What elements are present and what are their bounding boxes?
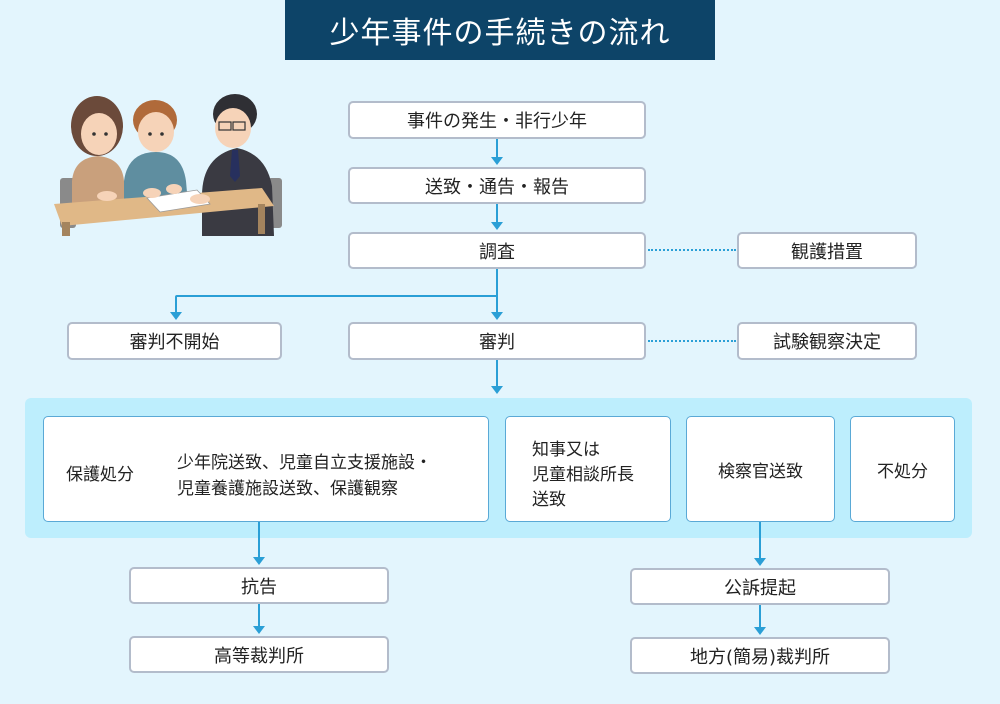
arrowhead [491,222,503,230]
governor-referral-line3: 送致 [532,490,566,510]
dotted-connector [648,249,736,251]
woman-figure [71,96,124,206]
arrowhead [491,312,503,320]
appeal-box: 抗告 [129,567,389,604]
indictment-label: 公訴提起 [724,577,796,599]
investigation-box: 調査 [348,232,646,269]
high-court-box: 高等裁判所 [129,636,389,673]
occurrence-box: 事件の発生・非行少年 [348,101,646,139]
branch-line [177,295,498,297]
hearing-label: 審判 [479,332,515,353]
dotted-connector [648,340,736,342]
arrowhead [754,627,766,635]
governor-referral-line1: 知事又は [532,440,600,460]
probation-decision-label: 試験観察決定 [773,332,881,353]
investigation-label: 調査 [479,241,515,263]
protective-measures-box: 観護措置 [737,232,917,269]
protective-disposition-detail-2: 児童養護施設送致、保護観察 [177,479,398,499]
protective-measures-label: 観護措置 [791,241,863,263]
referral-label: 送致・通告・報告 [425,176,569,198]
probation-decision-box: 試験観察決定 [737,322,917,360]
appeal-label: 抗告 [241,576,277,598]
prosecutor-referral-label: 検察官送致 [718,461,803,482]
arrowhead [170,312,182,320]
district-court-label: 地方(簡易)裁判所 [689,646,831,668]
governor-referral-box: 知事又は 児童相談所長 送致 [505,416,671,522]
arrow-line [496,360,498,388]
no-hearing-label: 審判不開始 [129,332,220,353]
arrow-line [759,605,761,629]
arrow-line [759,522,761,560]
hearing-box: 審判 [348,322,646,360]
arrow-line [496,269,498,314]
prosecutor-referral-box: 検察官送致 [686,416,835,522]
protective-disposition-detail-1: 少年院送致、児童自立支援施設・ [177,453,432,473]
arrow-line [496,139,498,159]
arrow-line [258,522,260,559]
consultation-illustration [54,94,282,236]
indictment-box: 公訴提起 [630,568,890,605]
arrowhead [754,558,766,566]
high-court-label: 高等裁判所 [214,645,304,667]
no-disposition-label: 不処分 [877,461,928,482]
arrowhead [491,386,503,394]
protective-disposition-label: 保護処分 [66,465,134,485]
arrowhead [253,626,265,634]
arrowhead [491,157,503,165]
branch-line [175,295,177,314]
referral-box: 送致・通告・報告 [348,167,646,204]
arrow-line [496,204,498,224]
district-court-box: 地方(簡易)裁判所 [630,637,890,674]
no-disposition-box: 不処分 [850,416,955,522]
occurrence-label: 事件の発生・非行少年 [407,111,587,132]
page-title: 少年事件の手続きの流れ [285,0,715,60]
arrow-line [258,604,260,628]
arrowhead [253,557,265,565]
no-hearing-box: 審判不開始 [67,322,282,360]
governor-referral-line2: 児童相談所長 [532,465,634,485]
protective-disposition-box: 保護処分 少年院送致、児童自立支援施設・ 児童養護施設送致、保護観察 [43,416,489,522]
